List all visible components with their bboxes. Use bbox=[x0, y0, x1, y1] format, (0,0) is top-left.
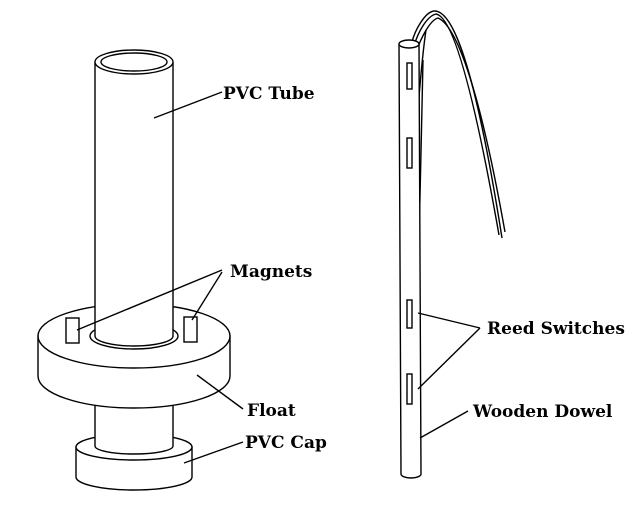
pvc-tube bbox=[94, 49, 174, 347]
leader-lines bbox=[76, 91, 481, 464]
leader-magnet-right bbox=[191, 271, 223, 321]
leader-reed-switch-lower bbox=[417, 327, 481, 390]
label-magnets: Magnets bbox=[230, 262, 312, 282]
wooden-dowel bbox=[398, 39, 422, 479]
reed-switch-2 bbox=[406, 137, 413, 169]
leader-float bbox=[196, 374, 244, 410]
reed-switch-dowel-assembly bbox=[398, 10, 506, 479]
label-reed-switches: Reed Switches bbox=[487, 319, 625, 339]
label-float: Float bbox=[247, 401, 296, 421]
float-sensor-assembly bbox=[37, 49, 231, 491]
label-wooden-dowel: Wooden Dowel bbox=[472, 402, 613, 422]
pvc-tube-lower bbox=[94, 399, 174, 455]
leader-pvc-tube bbox=[153, 91, 223, 119]
leader-reed-switch-upper bbox=[417, 312, 481, 329]
reed-switch-3 bbox=[406, 299, 413, 329]
leader-magnet-left bbox=[76, 269, 223, 331]
label-pvc-tube: PVC Tube bbox=[223, 84, 315, 104]
magnet-left bbox=[65, 317, 80, 344]
magnet-right bbox=[183, 316, 198, 343]
label-pvc-cap: PVC Cap bbox=[245, 433, 327, 453]
reed-switch-1 bbox=[406, 62, 413, 90]
leader-pvc-cap bbox=[183, 441, 244, 464]
reed-switch-4 bbox=[406, 373, 413, 405]
leader-wooden-dowel bbox=[419, 410, 469, 439]
